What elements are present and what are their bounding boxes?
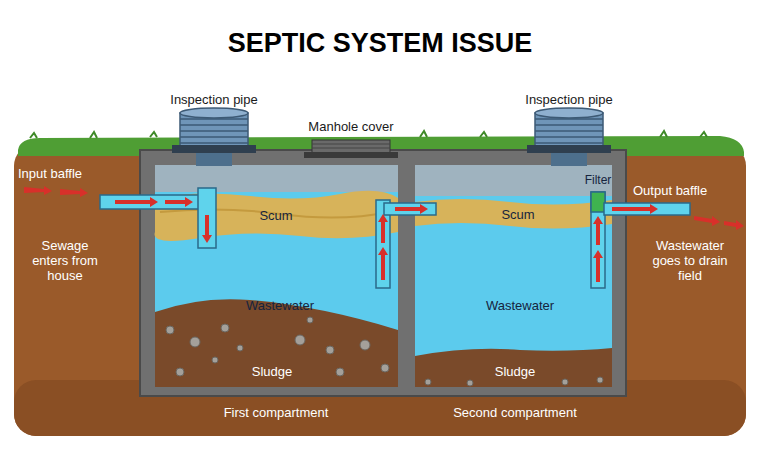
sludge-layer (415, 348, 612, 387)
layer-label: Sludge (252, 364, 292, 379)
flow-note: Wastewater goes to drain field (649, 238, 731, 283)
layer-label: Sludge (495, 364, 535, 379)
tank-wall (140, 150, 626, 396)
part-label: Output baffle (633, 183, 707, 198)
layer-label: Scum (501, 207, 534, 222)
compartment-label: First compartment (224, 405, 329, 420)
compartment-label: Second compartment (453, 405, 577, 420)
part-label: Inspection pipe (525, 92, 612, 107)
manhole-cover (304, 140, 398, 158)
layer-label: Wastewater (486, 298, 554, 313)
inspection-pipe (527, 108, 611, 166)
scum-layer (415, 199, 612, 229)
inspection-pipe (172, 108, 256, 166)
middle-baffle-pipe (376, 200, 436, 288)
flow-arrows (24, 186, 744, 282)
layer-label: Scum (259, 208, 292, 223)
flow-note: Sewage enters from house (30, 238, 100, 283)
input-baffle-pipe (100, 188, 216, 248)
part-label: Filter (585, 173, 612, 188)
part-label: Manhole cover (308, 119, 393, 134)
title: SEPTIC SYSTEM ISSUE (0, 28, 760, 59)
part-label: Input baffle (18, 166, 82, 181)
soil (14, 144, 746, 436)
part-label: Inspection pipe (170, 92, 257, 107)
layer-label: Wastewater (246, 298, 314, 313)
compartment-air (415, 165, 612, 387)
wastewater (415, 196, 612, 387)
